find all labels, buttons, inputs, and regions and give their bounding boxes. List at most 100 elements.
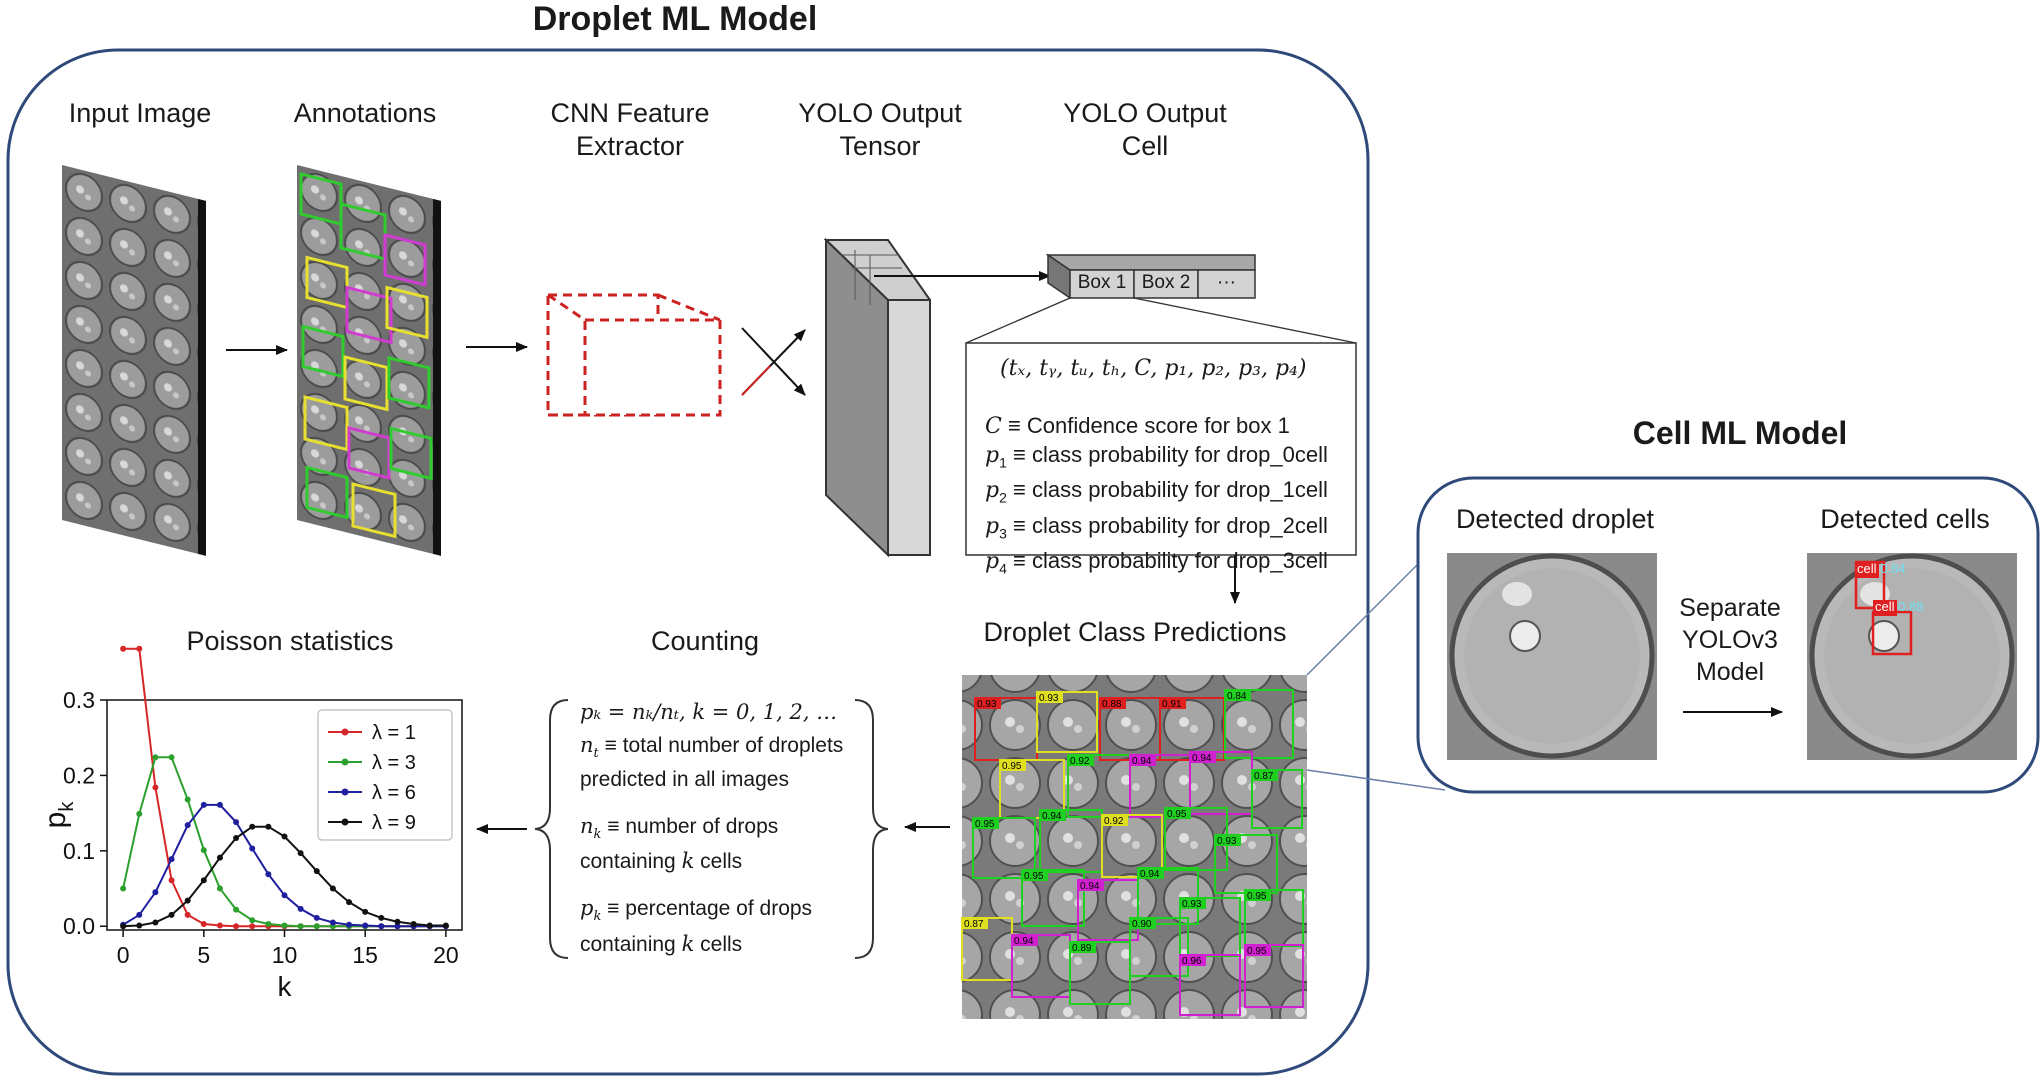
data-point [184,796,191,803]
data-point [216,801,223,808]
legend-label: λ = 3 [372,752,416,774]
data-point [249,823,256,830]
data-point [394,923,401,930]
data-point [346,899,353,906]
prediction-score-bg [1215,834,1241,846]
cell-detection-1: cell 0.84 [1857,561,1905,576]
pk-sub: k [593,909,602,925]
prediction-score-bg [1102,814,1128,826]
prediction-score-bg [1245,889,1271,901]
data-point [313,914,320,921]
def-text-p2: ≡ class probability for drop_1cell [1006,477,1328,503]
prediction-score: 0.94 [1042,811,1062,822]
prediction-score-bg [1022,869,1048,881]
legend-marker [341,758,349,766]
data-point [265,920,272,927]
data-point [297,923,304,930]
prediction-score: 0.93 [1039,693,1059,704]
prediction-score-bg [1225,689,1251,701]
prediction-score: 0.93 [977,699,997,710]
data-point [168,856,175,863]
data-point [281,833,288,840]
prediction-score-bg [1012,934,1038,946]
data-point [216,854,223,861]
x-tick-label: 15 [352,942,378,968]
y-tick-label: 0.0 [63,913,95,939]
prediction-score: 0.90 [1132,919,1152,930]
prediction-score: 0.95 [1167,809,1187,820]
data-point [152,889,159,896]
cell-detection-1-label: cell [1857,561,1877,576]
prediction-score: 0.95 [1024,871,1044,882]
def-sym-c: C [985,414,1002,439]
data-point [281,892,288,899]
data-point [136,911,143,918]
prediction-score-bg [1130,754,1156,766]
data-point [152,784,159,791]
def-sym-p3: p [985,513,1000,539]
prediction-score-bg [962,917,988,929]
prediction-score-bg [1138,867,1164,879]
prediction-score-bg [1252,769,1278,781]
data-point [297,850,304,857]
prediction-score: 0.94 [1080,881,1100,892]
data-point [200,877,207,884]
y-tick-label: 0.2 [63,762,95,788]
data-point [120,923,127,930]
prediction-score: 0.93 [1182,899,1202,910]
data-point [136,645,143,652]
separate-line1: Separate [1679,594,1781,622]
nk-text2b: k [681,849,695,874]
y-tick-label: 0.3 [63,687,95,713]
def-text-p3: ≡ class probability for drop_2cell [1006,512,1328,538]
nk-sub: k [593,827,602,843]
counting-formula: pₖ = nₖ/nₜ, k = 0, 1, 2, … [580,700,838,724]
data-point [249,845,256,852]
box-ellipsis-label: ··· [1217,272,1236,293]
data-point [378,914,385,921]
prediction-score-bg [1037,691,1063,703]
data-point [426,922,433,929]
prediction-score: 0.94 [1132,756,1152,767]
prediction-score-bg [1180,897,1206,909]
data-point [249,917,256,924]
box-2-label: Box 2 [1141,272,1191,293]
data-point [281,922,288,929]
prediction-score: 0.92 [1070,756,1090,767]
label-counting: Counting [650,626,760,656]
def-sub-p2: 2 [999,489,1007,506]
label-input-image: Input Image [68,98,212,128]
data-point [136,810,143,817]
cell-model-title: Cell ML Model [1632,415,1848,451]
data-point [200,801,207,808]
data-point [152,754,159,761]
yolo-tensor [823,237,931,558]
prediction-score-bg [1165,807,1191,819]
definitions-box [965,342,1357,556]
prediction-score: 0.92 [1104,816,1124,827]
prediction-score-bg [1100,697,1126,709]
data-point [168,911,175,918]
annotations-image [297,164,441,556]
def-sub-p3: 3 [999,525,1007,542]
prediction-score: 0.84 [1227,691,1247,702]
prediction-score-bg [1070,941,1096,953]
def-sub-p4: 4 [999,560,1007,577]
data-point [313,868,320,875]
prediction-score-bg [975,697,1001,709]
counting-left-brace [534,699,569,959]
legend-box [317,709,453,841]
label-detected-droplet: Detected droplet [1455,504,1655,534]
label-detected-cells: Detected cells [1820,504,1990,534]
data-point [329,919,336,926]
nt-sub: t [593,746,599,762]
prediction-score: 0.95 [1002,761,1022,772]
cell-detection-2-label: cell [1875,599,1895,614]
data-point [249,923,256,930]
data-point [216,922,223,929]
data-point [394,918,401,925]
prediction-score: 0.95 [1247,891,1267,902]
